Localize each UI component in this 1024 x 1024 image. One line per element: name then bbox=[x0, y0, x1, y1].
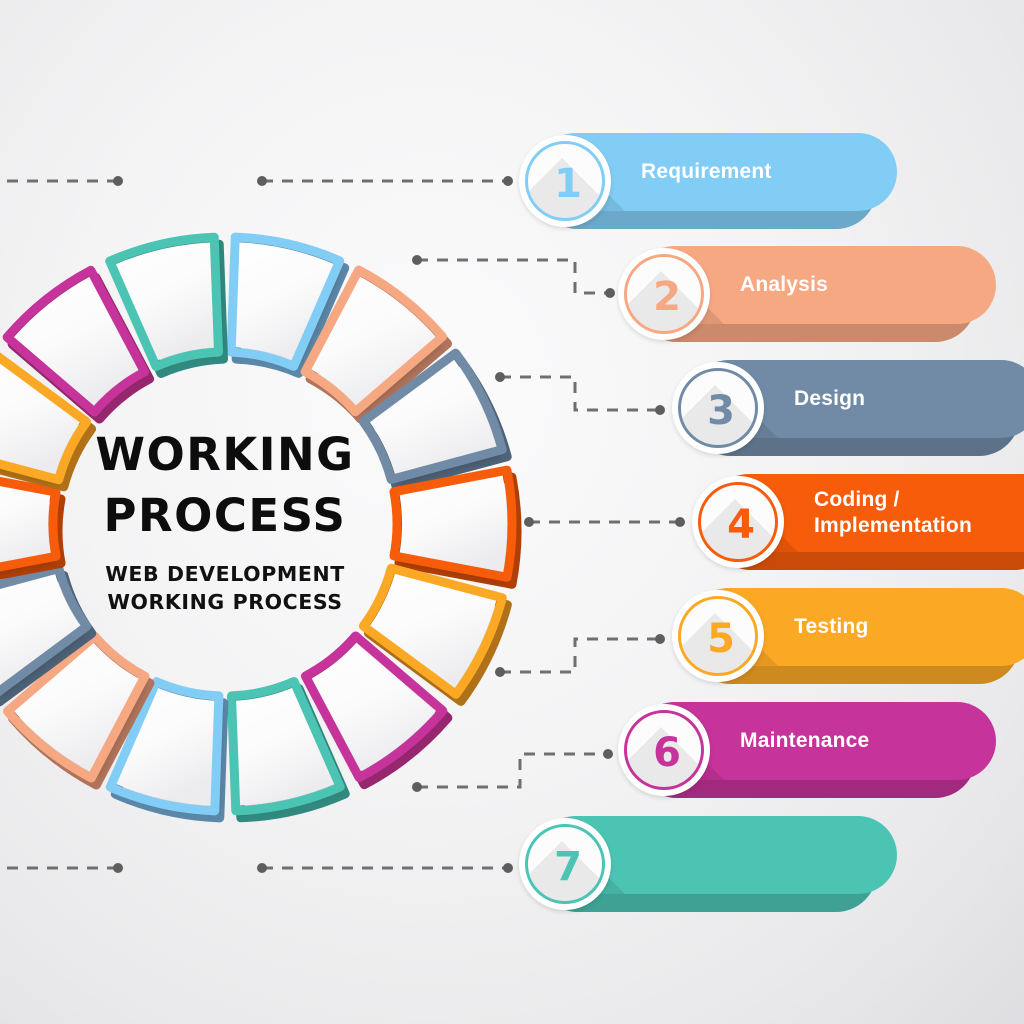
step-number: 6 bbox=[653, 730, 681, 776]
step-row-5[interactable]: Testing 5 bbox=[672, 588, 1024, 684]
step-label: Maintenance bbox=[740, 729, 870, 752]
wheel-segment bbox=[0, 476, 66, 580]
step-label: Coding / Implementation bbox=[814, 488, 972, 537]
wheel-segment bbox=[226, 232, 350, 378]
wheel-segment bbox=[300, 265, 452, 424]
wheel-segment bbox=[3, 631, 155, 790]
wheel-segment bbox=[300, 631, 453, 790]
wheel-segment bbox=[105, 677, 229, 823]
badge-ring: 5 bbox=[678, 596, 758, 676]
wheel-segment bbox=[226, 677, 350, 823]
step-number: 5 bbox=[707, 616, 735, 662]
step-number-badge[interactable]: 4 bbox=[692, 476, 784, 568]
step-number-badge[interactable]: 2 bbox=[618, 248, 710, 340]
wheel-segment bbox=[389, 465, 522, 589]
step-row-6[interactable]: Maintenance 6 bbox=[618, 702, 998, 798]
step-number: 3 bbox=[707, 388, 735, 434]
step-row-1[interactable]: Requirement 1 bbox=[519, 133, 899, 229]
step-label: Analysis bbox=[740, 273, 828, 296]
badge-ring: 6 bbox=[624, 710, 704, 790]
step-label: Testing bbox=[794, 615, 869, 638]
step-row-2[interactable]: Analysis 2 bbox=[618, 246, 998, 342]
wheel-segment bbox=[0, 352, 97, 492]
step-number: 1 bbox=[554, 161, 582, 207]
step-number: 2 bbox=[653, 274, 681, 320]
step-number-badge[interactable]: 7 bbox=[519, 818, 611, 910]
wheel-segment bbox=[358, 348, 512, 491]
step-row-3[interactable]: Design 3 bbox=[672, 360, 1024, 456]
step-row-7[interactable]: 7 bbox=[519, 816, 899, 912]
badge-ring: 7 bbox=[525, 824, 605, 904]
badge-ring: 3 bbox=[678, 368, 758, 448]
step-number-badge[interactable]: 5 bbox=[672, 590, 764, 682]
badge-ring: 2 bbox=[624, 254, 704, 334]
step-number-badge[interactable]: 6 bbox=[618, 704, 710, 796]
badge-ring: 4 bbox=[698, 482, 778, 562]
wheel-segment bbox=[358, 563, 512, 706]
step-label: Design bbox=[794, 387, 866, 410]
step-number-badge[interactable]: 1 bbox=[519, 135, 611, 227]
wheel-segment bbox=[0, 564, 97, 707]
step-number: 7 bbox=[554, 844, 582, 890]
wheel-segment bbox=[105, 232, 229, 378]
step-number-badge[interactable]: 3 bbox=[672, 362, 764, 454]
badge-ring: 1 bbox=[525, 141, 605, 221]
step-row-4[interactable]: Coding / Implementation 4 bbox=[692, 474, 1024, 570]
wheel-segment bbox=[2, 265, 155, 424]
step-number: 4 bbox=[727, 502, 755, 548]
step-label: Requirement bbox=[641, 160, 772, 183]
